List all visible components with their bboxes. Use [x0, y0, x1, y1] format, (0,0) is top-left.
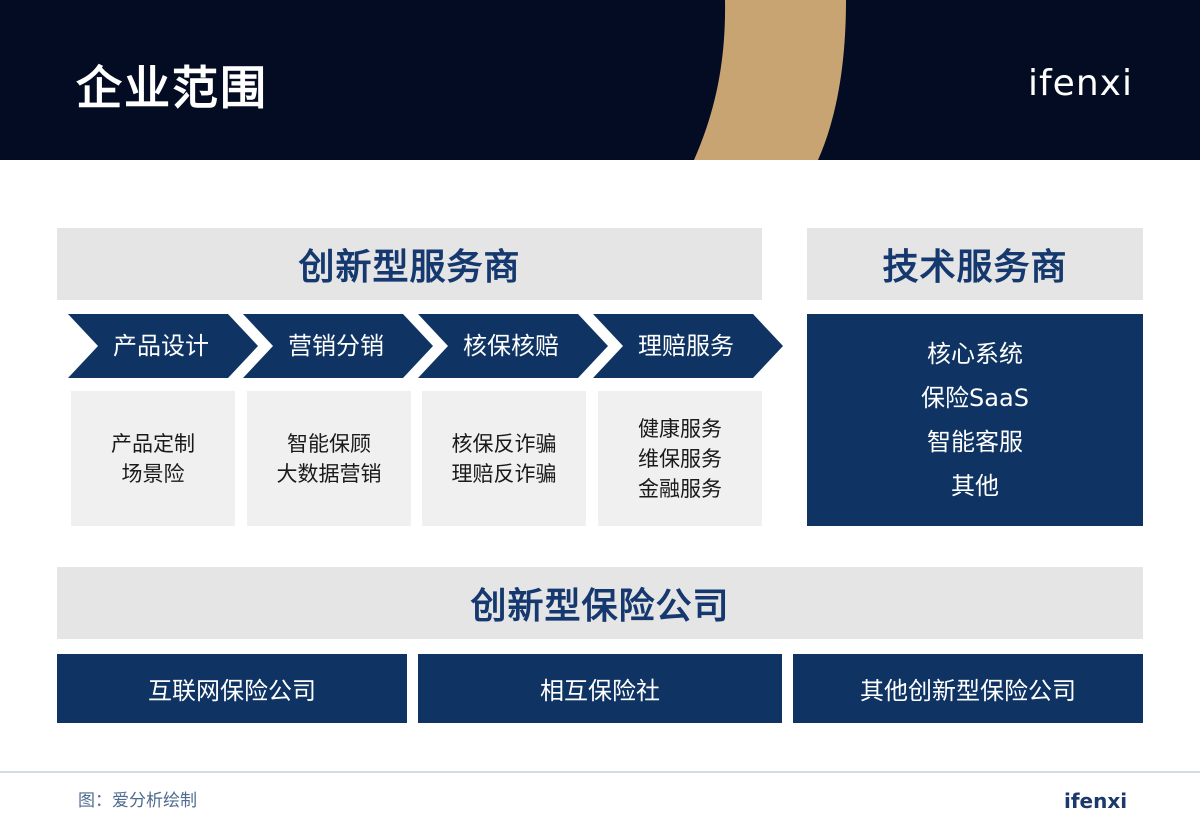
stage-items-claims-service: 健康服务 维保服务 金融服务 [598, 391, 762, 526]
stage-label: 产品设计 [113, 332, 209, 360]
chevron-arrow-shape [243, 314, 433, 378]
stage-item: 理赔反诈骗 [451, 461, 557, 486]
stage-items-underwriting: 核保反诈骗 理赔反诈骗 [422, 391, 586, 526]
ifenxi-logo: ifenxi [1028, 63, 1133, 104]
stage-item: 金融服务 [638, 476, 722, 501]
stage-items-marketing: 智能保顾 大数据营销 [247, 391, 411, 526]
figure-source-note: 图：爱分析绘制 [78, 791, 197, 811]
insurance-company-box: 其他创新型保险公司 [793, 654, 1143, 723]
tech-item: 智能客服 [927, 428, 1023, 456]
insurance-company-box: 互联网保险公司 [57, 654, 407, 723]
stage-item: 智能保顾 [287, 431, 371, 456]
stage-item: 维保服务 [638, 446, 722, 471]
header-banner: 企业范围 ifenxi [0, 0, 1200, 160]
ifenxi-footer-logo: ifenxi [1064, 789, 1128, 813]
stage-item: 健康服务 [638, 416, 722, 441]
stage-items-product-design: 产品定制 场景险 [71, 391, 235, 526]
page-title: 企业范围 [76, 61, 268, 115]
footer-divider [0, 771, 1200, 773]
stage-label: 理赔服务 [638, 332, 734, 360]
stage-chevron-claims-service: 理赔服务 [593, 314, 783, 378]
chevron-arrow-shape [593, 314, 783, 378]
header-accent-swoosh [694, 0, 846, 160]
stage-chevron-product-design: 产品设计 [68, 314, 258, 378]
stage-item: 大数据营销 [276, 461, 382, 486]
innovative-providers-heading: 创新型服务商 [57, 228, 762, 300]
stage-item: 产品定制 [111, 431, 195, 456]
insurance-companies-heading: 创新型保险公司 [57, 567, 1143, 639]
chevron-arrow-shape [418, 314, 608, 378]
stage-chevron-underwriting: 核保核赔 [418, 314, 608, 378]
stage-label: 核保核赔 [463, 332, 559, 360]
insurance-company-box: 相互保险社 [418, 654, 782, 723]
tech-item: 核心系统 [927, 340, 1023, 368]
tech-item: 其他 [951, 472, 999, 500]
chevron-arrow-shape [68, 314, 258, 378]
tech-providers-heading: 技术服务商 [807, 228, 1143, 300]
stage-chevron-marketing: 营销分销 [243, 314, 433, 378]
stage-label: 营销分销 [288, 332, 384, 360]
tech-providers-box: 核心系统 保险SaaS 智能客服 其他 [807, 314, 1143, 526]
stage-item: 场景险 [121, 461, 185, 486]
stage-item: 核保反诈骗 [451, 431, 557, 456]
tech-item: 保险SaaS [921, 384, 1029, 412]
